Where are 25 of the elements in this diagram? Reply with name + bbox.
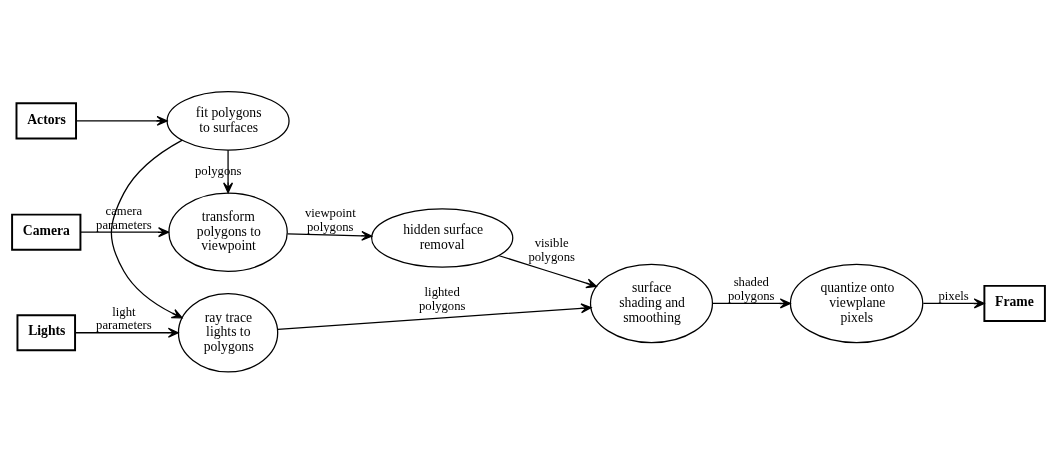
arrow — [286, 230, 373, 241]
arrow — [922, 297, 985, 308]
arrow — [74, 327, 179, 338]
node-ellipse: surface shading and smoothing — [589, 263, 714, 343]
node-ellipse: ray trace lights to polygons — [177, 292, 279, 373]
arrow — [75, 115, 168, 126]
node-ellipse: hidden surface removal — [371, 207, 514, 268]
arrow — [110, 139, 183, 318]
node-ellipse: quantize onto viewplane pixels — [789, 263, 924, 343]
edge-label: viewpoint polygons — [304, 205, 356, 234]
arrow — [497, 254, 598, 288]
edge-label: visible polygons — [528, 235, 575, 264]
node-box: Camera — [11, 213, 82, 251]
edge-label: light parameters — [96, 304, 152, 332]
node-ellipse: transform polygons to viewpoint — [168, 191, 288, 272]
node-ellipse: fit polygons to surfaces — [166, 90, 290, 151]
arrow — [80, 226, 169, 237]
edge-label: pixels — [938, 288, 969, 303]
edge-label: shaded polygons — [728, 274, 775, 303]
node-box: Frame — [983, 284, 1046, 322]
node-box: Lights — [16, 313, 77, 351]
arrow — [711, 297, 791, 308]
edge-label: lighted polygons — [418, 284, 466, 313]
node-box: Actors — [15, 101, 77, 139]
arrow — [277, 302, 592, 330]
